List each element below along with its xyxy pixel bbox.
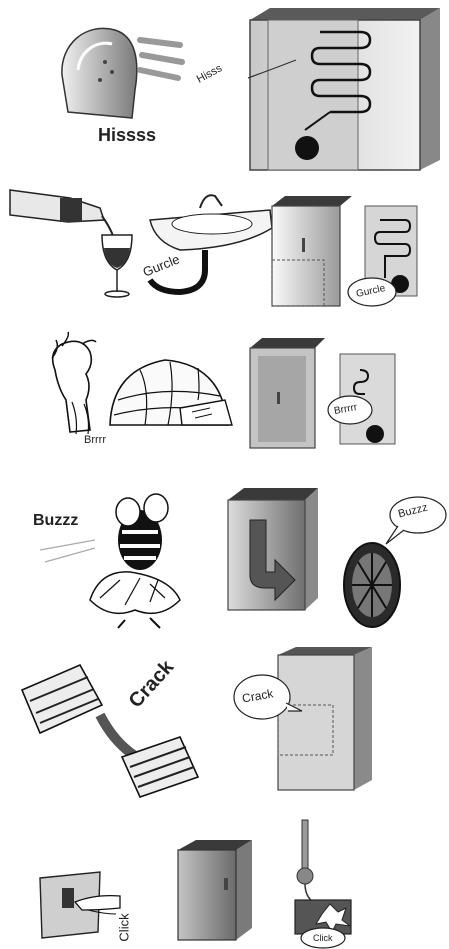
fridge-door-icon (272, 196, 352, 306)
row-brrr-art (0, 330, 449, 460)
row-buzz: Buzzz Buzzz (0, 480, 449, 630)
row-crack-art (0, 645, 449, 800)
sink-icon (150, 195, 272, 292)
row-buzz-art (0, 480, 449, 630)
fan-wheel-icon (344, 497, 446, 627)
wood-stack-icon (22, 665, 198, 797)
igloo-icon (110, 360, 232, 425)
row-gurgle-art (0, 180, 449, 320)
thermostat-icon (295, 820, 351, 948)
row-click: Click Click (0, 810, 449, 949)
row-crack: Crack Crack (0, 645, 449, 800)
thermostat-click-label: Click (313, 933, 333, 943)
row-gurgle: Gurcle Gurcle (0, 180, 449, 320)
person-brrr-label: Brrrr (84, 434, 106, 446)
fridge-coil-icon (248, 8, 440, 170)
wine-glass-icon (102, 235, 132, 297)
fridge-closed-icon (178, 840, 252, 940)
switch-click-label: Click (117, 913, 132, 941)
light-switch-icon (40, 872, 120, 938)
row-click-art (0, 810, 449, 949)
fridge-brrr-icon (250, 338, 395, 448)
steam-iron-icon (62, 28, 182, 118)
row-brrr: Brrrr Brrrrr (0, 330, 449, 460)
bee-buzz-label: Buzzz (33, 512, 78, 530)
row-hiss-art (0, 0, 449, 170)
shivering-person-icon (52, 332, 96, 434)
fridge-airflow-icon (228, 488, 318, 610)
iron-hiss-label: Hissss (98, 125, 156, 146)
fridge-crack-icon (234, 647, 372, 790)
wine-bottle-icon (10, 190, 115, 242)
row-hiss: Hissss Hisss (0, 0, 449, 170)
